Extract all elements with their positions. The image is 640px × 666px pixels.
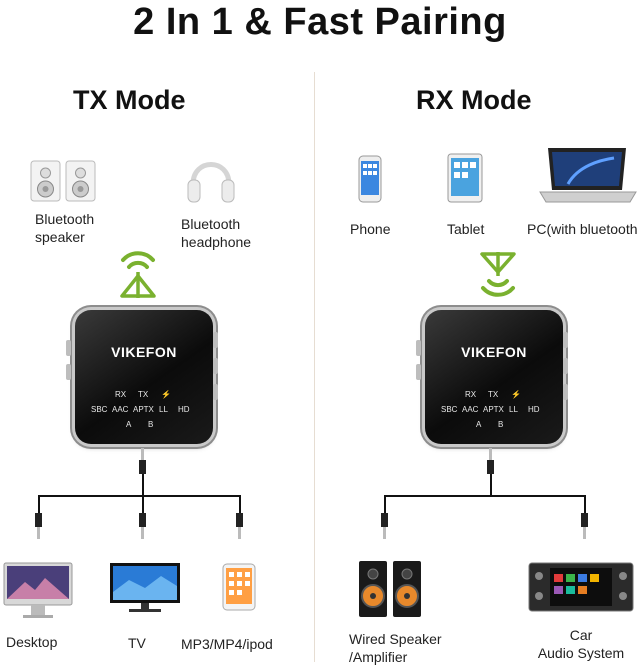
- wired-speaker-icon: [358, 560, 422, 618]
- bluetooth-headphone-icon: [185, 150, 237, 206]
- aux-jack-icon: [35, 513, 42, 544]
- cable: [38, 495, 40, 513]
- aux-jack-icon: [581, 513, 588, 544]
- car-audio-label: Car Audio System: [537, 627, 625, 661]
- cable: [384, 495, 386, 513]
- tv-label: TV: [128, 635, 146, 651]
- desktop-icon: [3, 562, 73, 620]
- wired-speaker-label: Wired Speaker /Amplifier: [349, 631, 442, 665]
- cable: [142, 495, 144, 513]
- tablet-icon: [447, 153, 483, 203]
- side-button: [563, 358, 568, 374]
- side-button: [213, 384, 218, 400]
- laptop-icon: [538, 146, 638, 206]
- cable: [490, 474, 492, 496]
- center-divider: [314, 72, 315, 662]
- tv-icon: [109, 562, 181, 614]
- tx-device: VIKEFON RX TX ⚡ SBC AAC APTX LL HD A B: [75, 310, 213, 444]
- side-button: [213, 332, 218, 348]
- aux-jack-icon: [236, 513, 243, 544]
- aux-jack-icon: [381, 513, 388, 544]
- desktop-label: Desktop: [6, 634, 58, 650]
- side-button: [416, 340, 421, 356]
- side-button: [563, 332, 568, 348]
- page-title: 2 In 1 & Fast Pairing: [133, 1, 507, 43]
- device-brand: VIKEFON: [461, 344, 527, 360]
- cable: [142, 474, 144, 496]
- bluetooth-speaker-icon: [30, 160, 96, 202]
- side-button: [213, 358, 218, 374]
- tx-mode-title: TX Mode: [73, 85, 186, 115]
- rx-mode-title: RX Mode: [416, 85, 532, 115]
- cable: [38, 495, 241, 497]
- bluetooth-speaker-label: Bluetooth speaker: [35, 211, 95, 245]
- car-audio-icon: [528, 562, 634, 612]
- side-button: [66, 340, 71, 356]
- side-button: [563, 384, 568, 400]
- side-button: [416, 364, 421, 380]
- device-brand: VIKEFON: [111, 344, 177, 360]
- aux-jack-icon: [487, 448, 494, 479]
- aux-jack-icon: [139, 448, 146, 479]
- mp3-player-icon: [222, 563, 256, 611]
- bluetooth-signal-icon: [113, 246, 163, 300]
- phone-icon: [358, 155, 382, 203]
- aux-jack-icon: [139, 513, 146, 544]
- side-button: [66, 364, 71, 380]
- bluetooth-signal-icon: [473, 250, 523, 302]
- mp3-label: MP3/MP4/ipod: [181, 636, 273, 652]
- bluetooth-headphone-label: Bluetooth headphone: [181, 216, 252, 250]
- rx-device: VIKEFON RX TX ⚡ SBC AAC APTX LL HD A B: [425, 310, 563, 444]
- phone-label: Phone: [350, 221, 391, 237]
- cable: [239, 495, 241, 513]
- cable: [384, 495, 586, 497]
- cable: [584, 495, 586, 513]
- tablet-label: Tablet: [447, 221, 485, 237]
- pc-label: PC(with bluetooth: [527, 221, 638, 237]
